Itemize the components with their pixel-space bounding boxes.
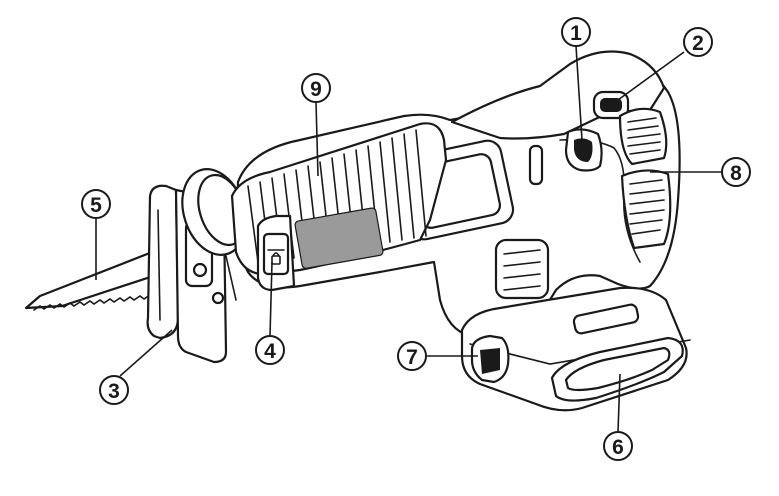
callout-9: 9	[302, 74, 330, 102]
trigger	[566, 129, 602, 170]
motor-vents	[620, 109, 670, 248]
battery-release-button	[472, 336, 508, 382]
callout-6-label: 6	[612, 436, 624, 459]
callout-4-label: 4	[264, 340, 276, 363]
callout-8: 8	[722, 158, 750, 186]
callout-8-label: 8	[730, 162, 742, 185]
callout-5-label: 5	[90, 194, 102, 217]
callout-9-label: 9	[310, 78, 322, 101]
callout-1: 1	[562, 18, 590, 46]
callout-2: 2	[684, 28, 712, 56]
callout-7: 7	[398, 342, 426, 370]
callout-3-label: 3	[108, 380, 120, 403]
lock-off-switch	[258, 216, 294, 290]
callout-1-label: 1	[570, 22, 582, 45]
callout-3: 3	[100, 376, 128, 404]
callout-7-label: 7	[406, 346, 418, 369]
callout-4: 4	[256, 336, 284, 364]
callout-2-label: 2	[692, 32, 704, 55]
callout-6: 6	[604, 432, 632, 460]
callout-5: 5	[82, 190, 110, 218]
rear-vents	[496, 240, 548, 298]
